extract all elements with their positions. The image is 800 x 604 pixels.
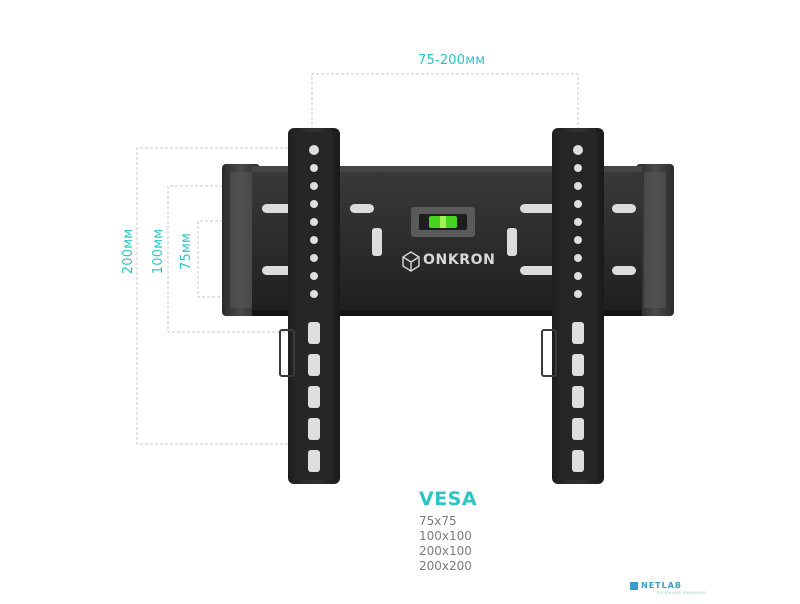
- vesa-title: VESA: [419, 488, 478, 510]
- left-vertical-arm: [288, 128, 340, 484]
- brand-name: ONKRON: [423, 252, 496, 268]
- vesa-size-item: 75x75: [419, 514, 457, 528]
- right-arm-holes: [572, 145, 584, 472]
- wall-plate: [252, 166, 642, 316]
- height-75-dimension-label: 75мм: [178, 233, 194, 270]
- vesa-size-item: 200x200: [419, 559, 472, 573]
- left-arm-holes: [308, 145, 320, 472]
- vesa-size-item: 100x100: [419, 529, 472, 543]
- netlab-watermark-subtitle: Разумные решения: [657, 590, 706, 595]
- right-vertical-arm: [552, 128, 604, 484]
- height-200-dimension-label: 200мм: [121, 228, 137, 275]
- vesa-size-item: 200x100: [419, 544, 472, 558]
- width-dimension-label: 75-200мм: [418, 53, 486, 68]
- onkron-logo-icon: [402, 251, 420, 272]
- height-100-dimension-label: 100мм: [151, 228, 167, 275]
- vesa-info: VESA 75x75 100x100 200x100 200x200: [419, 488, 477, 574]
- bubble-level: [411, 207, 475, 237]
- plate-slots: [262, 204, 636, 275]
- netlab-logo-icon: [630, 582, 638, 590]
- netlab-watermark: NETLAB: [641, 581, 683, 590]
